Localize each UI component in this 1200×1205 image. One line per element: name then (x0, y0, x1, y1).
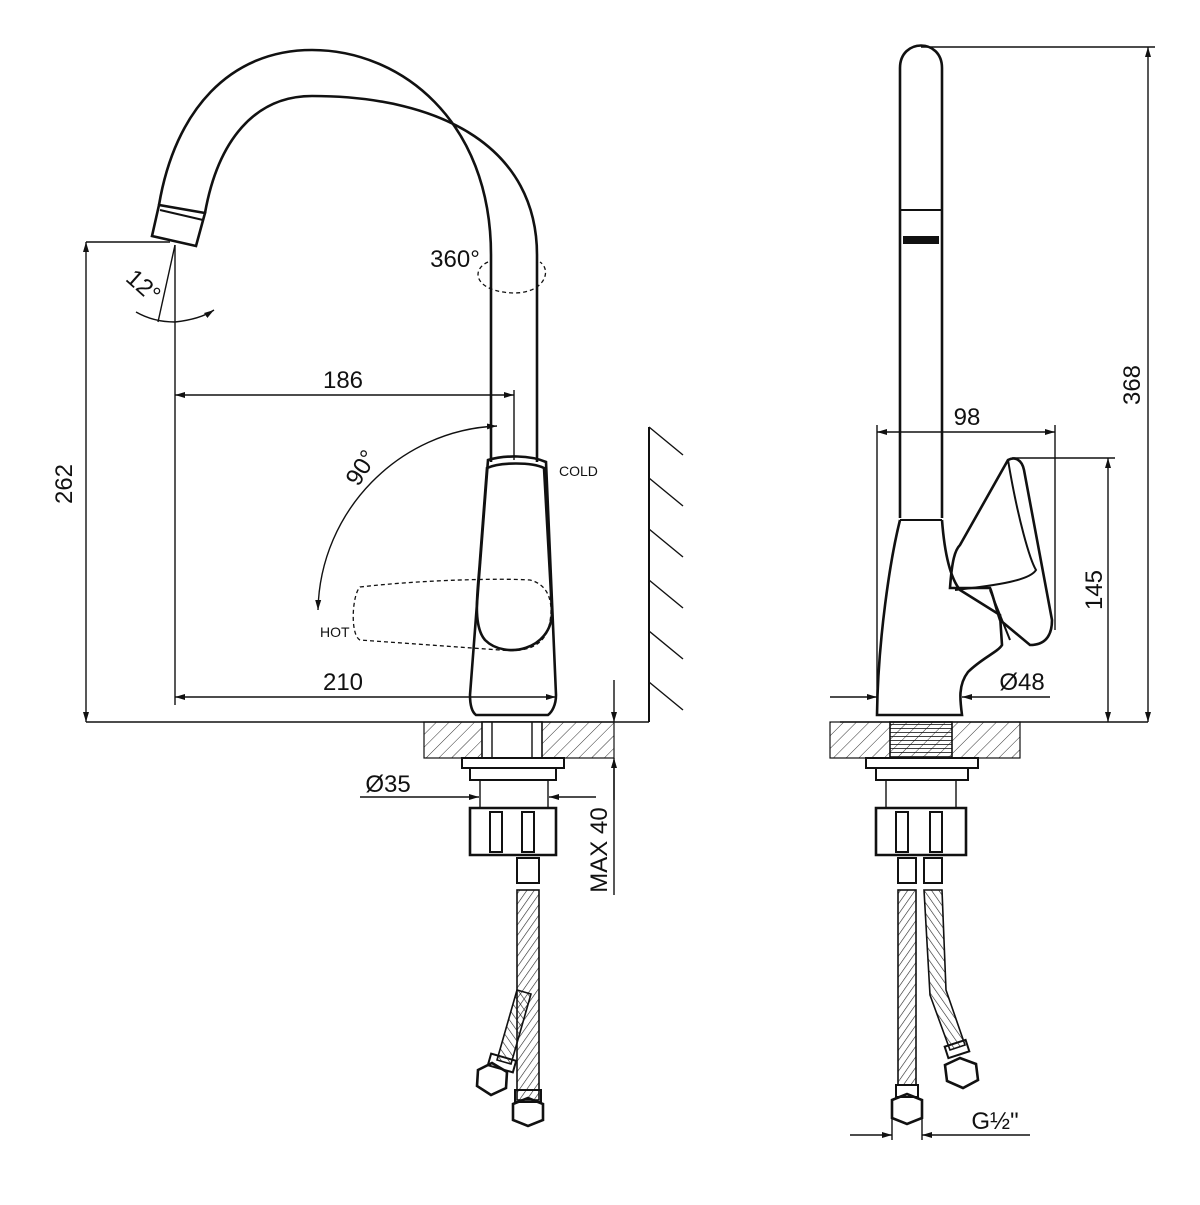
reach-label: 186 (323, 367, 363, 394)
spout (150, 48, 539, 462)
base-diameter-label: Ø35 (365, 771, 410, 798)
spout-tilt-label: 12° (120, 264, 165, 308)
supply-hoses-side (890, 857, 980, 1126)
wall-hatch (648, 426, 684, 722)
total-height-label: 368 (1119, 365, 1146, 405)
max-counter-thickness-label: MAX 40 (586, 807, 613, 892)
hot-label: HOT (320, 624, 350, 640)
supply-hoses-front (475, 857, 545, 1128)
swivel-angle-label: 360° (430, 246, 480, 273)
mounting-nut-front (461, 757, 565, 857)
handle-angle-label: 90° (341, 445, 383, 490)
faucet-body (352, 455, 558, 717)
depth-label: 98 (954, 404, 981, 431)
front-view: 262 186 210 360° 90° 12° COLD HOT Ø35 MA… (51, 48, 684, 1128)
countertop-front (86, 721, 649, 759)
side-spout (898, 44, 944, 521)
cold-label: COLD (559, 463, 598, 479)
swivel-marker (477, 261, 547, 294)
height-label: 262 (51, 464, 78, 504)
dimension-lines-side (830, 46, 1155, 1140)
side-body (875, 457, 1054, 717)
dimension-lines-front (83, 241, 617, 895)
body-diameter-label: Ø48 (999, 669, 1044, 696)
handle-height-label: 145 (1081, 570, 1108, 610)
length-label: 210 (323, 669, 363, 696)
mounting-nut-side (865, 757, 979, 857)
thread-label: G½" (971, 1108, 1018, 1135)
countertop-side (829, 721, 1148, 759)
side-view: 368 98 145 Ø48 G½" (829, 44, 1155, 1140)
